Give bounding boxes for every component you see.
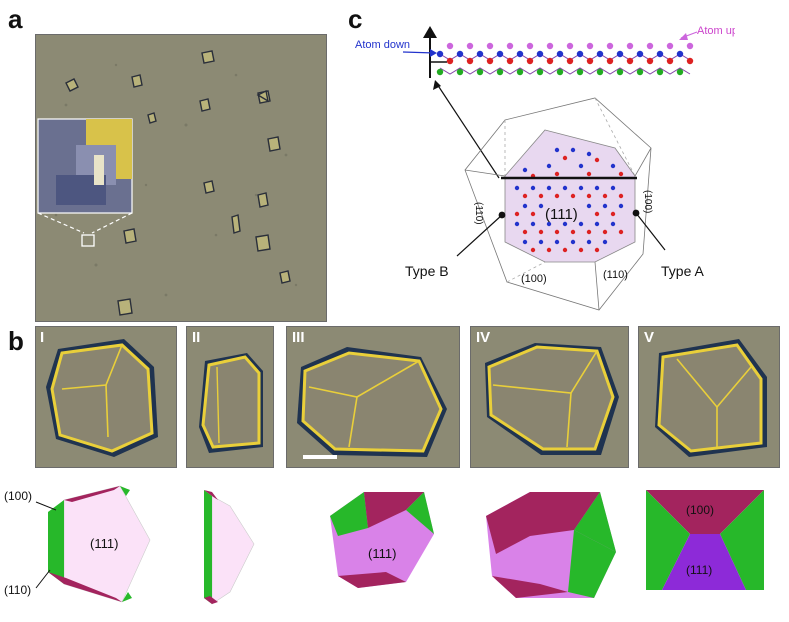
panel-b-label-v: V bbox=[644, 329, 655, 346]
atom-up-label: Atom up bbox=[697, 25, 735, 37]
panel-label-c: c bbox=[348, 4, 363, 34]
stm-image-iii bbox=[286, 326, 460, 468]
facet-110-left-label: (110) bbox=[473, 202, 484, 225]
panel-label-b: b bbox=[8, 326, 24, 356]
panel-b-label-iv: IV bbox=[476, 329, 491, 346]
stm-overview-graphic bbox=[36, 35, 326, 321]
stm-image-iv bbox=[470, 326, 629, 468]
model-iii: (111) bbox=[330, 492, 434, 588]
model-iv bbox=[486, 492, 616, 598]
stm-image-i bbox=[35, 326, 177, 468]
model-i-facet-110: (110) bbox=[4, 583, 31, 597]
stm-image-ii bbox=[186, 326, 274, 468]
facet-111-label: (111) bbox=[545, 206, 578, 223]
facet-100-bottom-label: (100) bbox=[521, 273, 547, 285]
lattice-dots bbox=[514, 147, 624, 253]
model-i-facet-111: (111) bbox=[90, 536, 118, 551]
stm-overview-image bbox=[35, 34, 327, 322]
model-ii bbox=[204, 490, 255, 605]
type-b-label: Type B bbox=[405, 263, 449, 279]
model-i-facet-100: (100) bbox=[4, 489, 32, 503]
model-v-facet-111: (111) bbox=[686, 563, 712, 577]
atom-down-label: Atom down bbox=[355, 39, 410, 51]
atom-rows bbox=[436, 42, 694, 76]
crystal-schematic: Atom up Atom down bbox=[355, 25, 735, 311]
facet-models: (111) (100) (110) (111) (100) (111) bbox=[4, 485, 764, 605]
model-v: (100) (111) bbox=[646, 490, 764, 590]
model-i: (111) (100) (110) bbox=[4, 485, 151, 603]
facet-110-bottom-label: (110) bbox=[603, 269, 628, 281]
facet-100-right-label: (100) bbox=[642, 190, 653, 213]
panel-label-a: a bbox=[8, 4, 23, 34]
model-v-facet-100: (100) bbox=[686, 503, 714, 517]
panel-b-label-ii: II bbox=[192, 329, 201, 346]
type-a-label: Type A bbox=[661, 263, 704, 279]
panel-b-label-i: I bbox=[40, 329, 45, 346]
panel-b-label-iii: III bbox=[292, 329, 305, 346]
stm-image-v bbox=[638, 326, 780, 468]
model-iii-facet-111: (111) bbox=[368, 546, 396, 561]
